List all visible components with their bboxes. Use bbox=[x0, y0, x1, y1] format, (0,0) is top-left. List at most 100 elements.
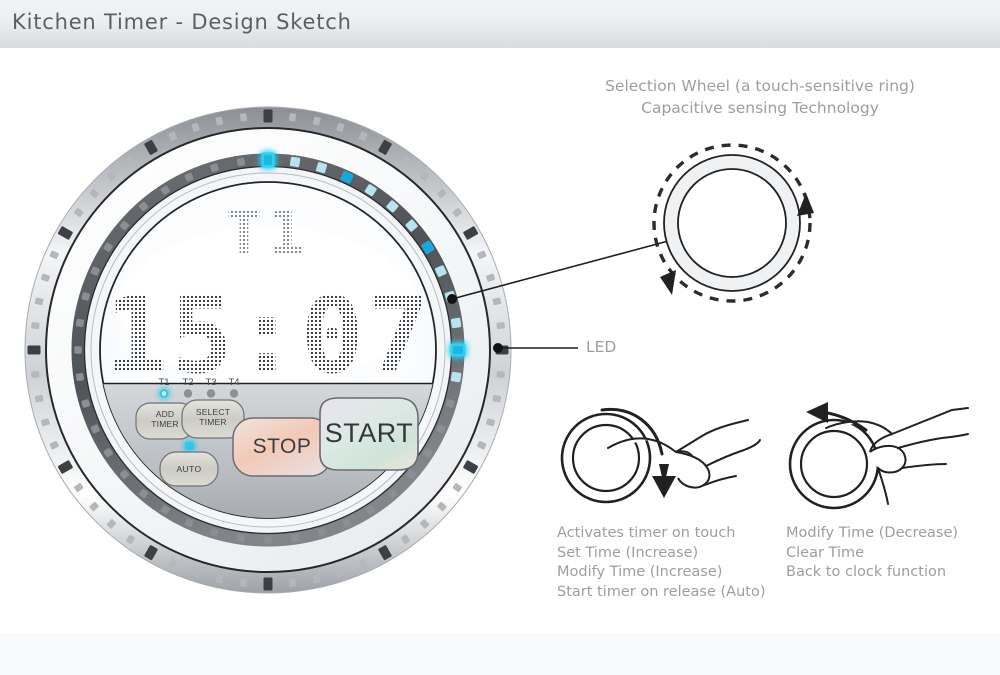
wheel-led bbox=[340, 170, 354, 184]
gesture-diagram-counterclockwise bbox=[788, 402, 969, 510]
start-label: START bbox=[324, 418, 414, 448]
gesture-arrow-down-left bbox=[659, 464, 669, 486]
wheel-led bbox=[435, 265, 447, 277]
wheel-led bbox=[160, 505, 170, 515]
wheel-led bbox=[184, 518, 194, 528]
wheel-led bbox=[366, 505, 376, 515]
wheel-led bbox=[75, 318, 84, 327]
selection-wheel-caption-line1: Selection Wheel (a touch-sensitive ring) bbox=[605, 77, 915, 95]
gesture-right-line-2: Clear Time bbox=[786, 544, 865, 561]
wheel-led bbox=[386, 200, 399, 213]
add-timer-label-line1: ADD bbox=[155, 409, 175, 419]
wheel-led bbox=[90, 424, 100, 434]
timer-body-graphic bbox=[24, 106, 512, 594]
header-bar: Kitchen Timer - Design Sketch bbox=[0, 0, 1000, 48]
wheel-led bbox=[405, 219, 418, 232]
auto-button[interactable] bbox=[159, 451, 219, 487]
wheel-led bbox=[138, 488, 149, 499]
indicator-label-t2: T2 bbox=[182, 377, 194, 388]
hand-wrist-left bbox=[701, 475, 737, 487]
indicator-dot-t2 bbox=[183, 389, 193, 398]
lcd-timer-label: T1 bbox=[18, 198, 518, 268]
wheel-led bbox=[450, 371, 462, 383]
wheel-led bbox=[210, 528, 219, 537]
gesture-caption-right: Modify Time (Decrease) Clear Time Back t… bbox=[786, 524, 958, 583]
start-button[interactable] bbox=[319, 397, 419, 471]
selection-wheel-caption-line2: Capacitive sensing Technology bbox=[641, 99, 879, 117]
gesture-arc-left bbox=[600, 407, 664, 456]
wheel-led bbox=[236, 534, 245, 543]
gesture-left-line-3: Modify Time (Increase) bbox=[557, 564, 723, 580]
wheel-led bbox=[364, 184, 377, 197]
selection-wheel-diagram bbox=[652, 143, 814, 303]
wheel-led-core bbox=[264, 155, 272, 165]
hand-fist-right bbox=[869, 444, 907, 474]
wheel-led bbox=[291, 534, 300, 543]
page-title: Kitchen Timer - Design Sketch bbox=[12, 10, 352, 34]
gesture-left-line-4: Start timer on release (Auto) bbox=[557, 583, 766, 600]
lcd-time-value: 15:07 bbox=[18, 275, 518, 397]
wheel-led bbox=[264, 536, 272, 544]
wheel-led bbox=[81, 292, 90, 301]
wheel-led bbox=[421, 240, 435, 254]
kitchen-timer-device[interactable]: T1 15:07 T1 T2 T3 T4 ADD TIMER SELECT TI… bbox=[18, 100, 518, 600]
footer-band bbox=[0, 633, 1000, 675]
hand-back-right bbox=[897, 433, 969, 449]
indicator-label-t4: T4 bbox=[228, 377, 240, 388]
timer-indicator-dots bbox=[159, 389, 239, 398]
hand-knuckle-right bbox=[869, 433, 893, 453]
wheel-led bbox=[236, 157, 245, 166]
wheel-inner-circle bbox=[677, 168, 787, 278]
wheel-led bbox=[160, 185, 170, 195]
select-timer-label-line1: SELECT bbox=[195, 407, 231, 417]
gesture-arrowhead-left bbox=[652, 476, 676, 498]
select-timer-button[interactable] bbox=[181, 399, 245, 439]
indicator-dot-t4 bbox=[229, 389, 239, 398]
hand-back-left bbox=[705, 439, 761, 467]
wheel-led bbox=[210, 163, 219, 172]
led-callout-label: LED bbox=[586, 338, 617, 356]
wheel-led bbox=[81, 399, 90, 408]
gesture-left-line-1: Activates timer on touch bbox=[557, 525, 736, 541]
wheel-led bbox=[138, 201, 149, 212]
wheel-led bbox=[119, 220, 130, 231]
rotation-arrow-ccw bbox=[660, 270, 676, 295]
wheel-led bbox=[316, 162, 328, 174]
selection-wheel-caption: Selection Wheel (a touch-sensitive ring)… bbox=[560, 75, 960, 119]
stop-label: STOP bbox=[252, 435, 312, 458]
gesture-right-line-1: Modify Time (Decrease) bbox=[786, 525, 959, 541]
rotation-arrow-cw bbox=[797, 193, 814, 216]
wheel-led bbox=[184, 172, 194, 182]
gesture-arrowhead-right bbox=[806, 402, 828, 423]
gesture-caption-left: Activates timer on touch Set Time (Incre… bbox=[557, 524, 766, 602]
indicator-label-t3: T3 bbox=[205, 377, 217, 388]
hand-fist-left bbox=[675, 451, 711, 489]
wheel-led bbox=[423, 448, 433, 458]
wheel-led bbox=[342, 518, 352, 528]
wheel-led bbox=[103, 448, 113, 458]
add-timer-label-line2: TIMER bbox=[151, 419, 179, 429]
gesture-diagram-clockwise bbox=[560, 407, 761, 504]
wheel-led bbox=[289, 156, 301, 168]
wheel-led bbox=[103, 242, 113, 252]
wheel-led bbox=[436, 424, 446, 434]
select-timer-label-line2: TIMER bbox=[199, 417, 227, 427]
wheel-led bbox=[446, 399, 455, 408]
auto-label: AUTO bbox=[176, 464, 202, 474]
wheel-led bbox=[90, 266, 100, 276]
wheel-led bbox=[450, 317, 462, 329]
hand-index-finger-right bbox=[825, 407, 969, 436]
wheel-led bbox=[75, 373, 84, 382]
wheel-led bbox=[406, 469, 417, 480]
auto-led bbox=[185, 442, 194, 450]
wheel-led bbox=[317, 528, 326, 537]
gesture-ring-inner-left bbox=[571, 423, 641, 493]
rotation-dashed-circle bbox=[652, 143, 812, 303]
gesture-ring-inner-right bbox=[799, 429, 869, 499]
indicator-dot-t3 bbox=[206, 389, 216, 398]
hand-thumb-right bbox=[901, 463, 947, 469]
indicator-label-t1: T1 bbox=[158, 377, 170, 388]
wheel-led-core bbox=[453, 346, 463, 354]
wheel-led bbox=[387, 488, 398, 499]
